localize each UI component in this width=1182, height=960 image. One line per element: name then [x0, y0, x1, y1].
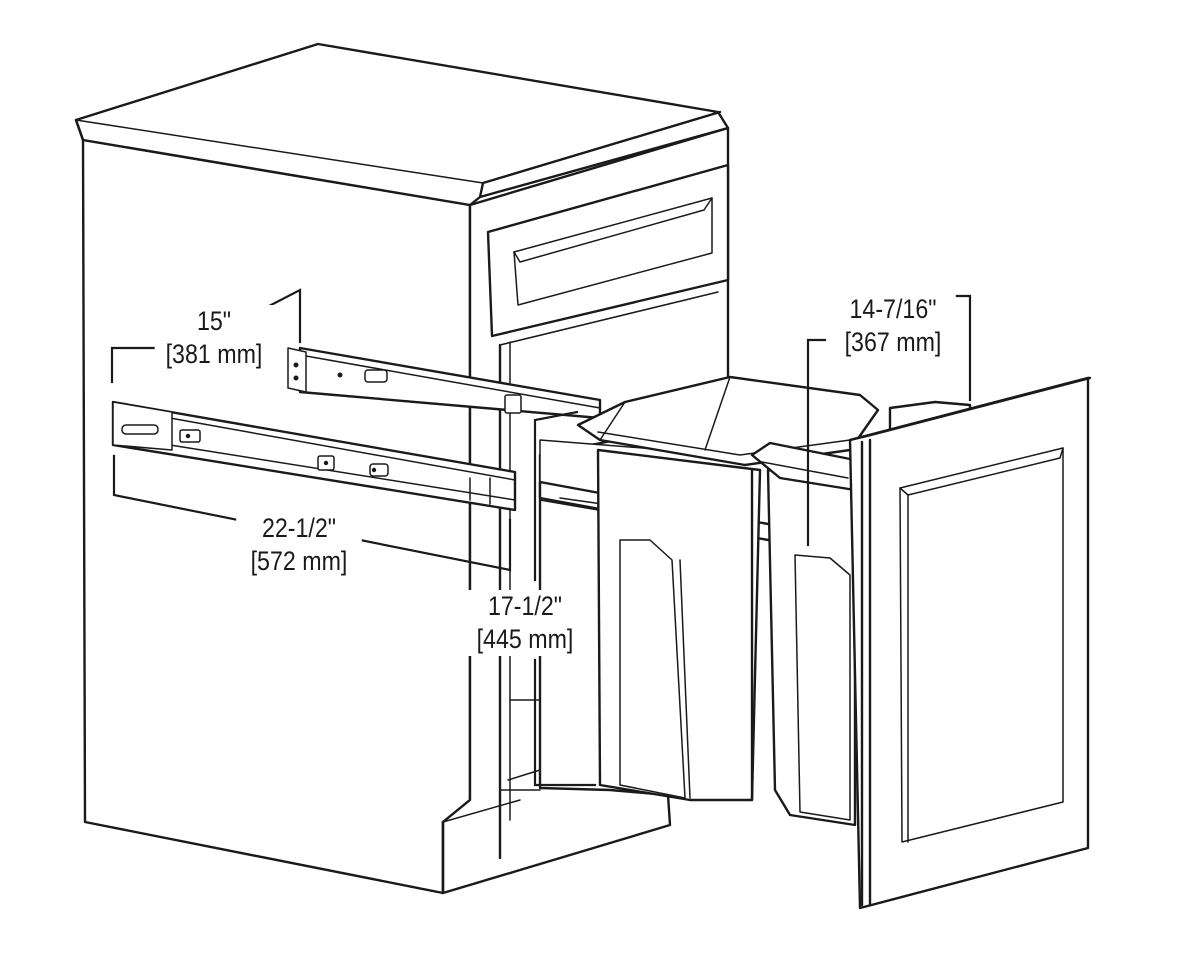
slide-long [111, 400, 517, 512]
countertop [74, 42, 730, 207]
dimension-metric: [445 mm] [476, 624, 574, 654]
dimension-imperial: 15" [196, 306, 232, 336]
dimension-metric: [381 mm] [165, 339, 263, 369]
dimension-imperial: 17-1/2" [487, 591, 563, 621]
dimension-label-slide-long: 22-1/2" [572 mm] [236, 512, 362, 578]
slide-short-bracket [287, 347, 307, 393]
waste-bin-rear [576, 375, 880, 802]
slide-long-slot [121, 424, 159, 435]
dimension-metric: [572 mm] [250, 546, 348, 576]
dimension-metric: [367 mm] [844, 327, 942, 357]
dimension-label-depth: 17-1/2" [445 mm] [462, 590, 588, 656]
dim-line-depth [533, 410, 579, 582]
dimension-imperial: 22-1/2" [261, 513, 337, 543]
slide-short-slot [364, 369, 388, 383]
dimension-imperial: 14-7/16" [849, 294, 937, 324]
dim-line-slide-long [112, 454, 240, 522]
waste-bin-rear-handle [619, 539, 686, 799]
dim-line-width [806, 338, 827, 547]
waste-bin-rear-rim [576, 375, 880, 467]
pullout-door [848, 376, 1092, 910]
dimension-label-slide-short: 15" [381 mm] [154, 305, 274, 371]
dimension-label-width: 14-7/16" [367 mm] [830, 293, 956, 359]
waste-bin-front [750, 400, 972, 827]
waste-bin-front-handle [794, 554, 851, 821]
dimension-lines [110, 288, 972, 787]
drawer-front-recess [513, 197, 713, 306]
pullout-door-top [848, 376, 1092, 442]
pullout-door-recess [899, 447, 1064, 843]
